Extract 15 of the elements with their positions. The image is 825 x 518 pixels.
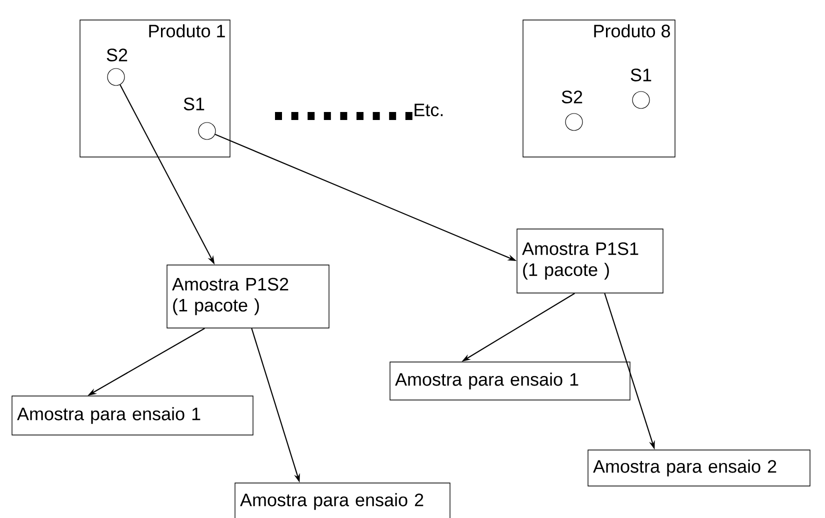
sample-box: Amostra P1S2 (1 pacote ) xyxy=(166,264,330,328)
node-label: S2 xyxy=(106,48,128,62)
sample-point: S1 xyxy=(630,68,652,109)
node-label: S1 xyxy=(630,68,652,82)
sample-point: S1 xyxy=(184,98,216,140)
sample-box: Amostra P1S1 (1 pacote ) xyxy=(516,228,664,294)
node-label: S1 xyxy=(184,98,204,110)
sample-box: Amostra para ensaio 1 xyxy=(12,396,254,436)
node-label: S2 xyxy=(562,90,582,104)
sample-box: Amostra para ensaio 1 xyxy=(390,362,630,400)
sample-point: S2 xyxy=(562,90,583,131)
sample-box: Amostra para ensaio 2 xyxy=(588,450,810,486)
sample-point: S2 xyxy=(106,48,128,86)
note: Etc. xyxy=(414,104,443,116)
sample-box: Amostra para ensaio 2 xyxy=(234,482,450,518)
